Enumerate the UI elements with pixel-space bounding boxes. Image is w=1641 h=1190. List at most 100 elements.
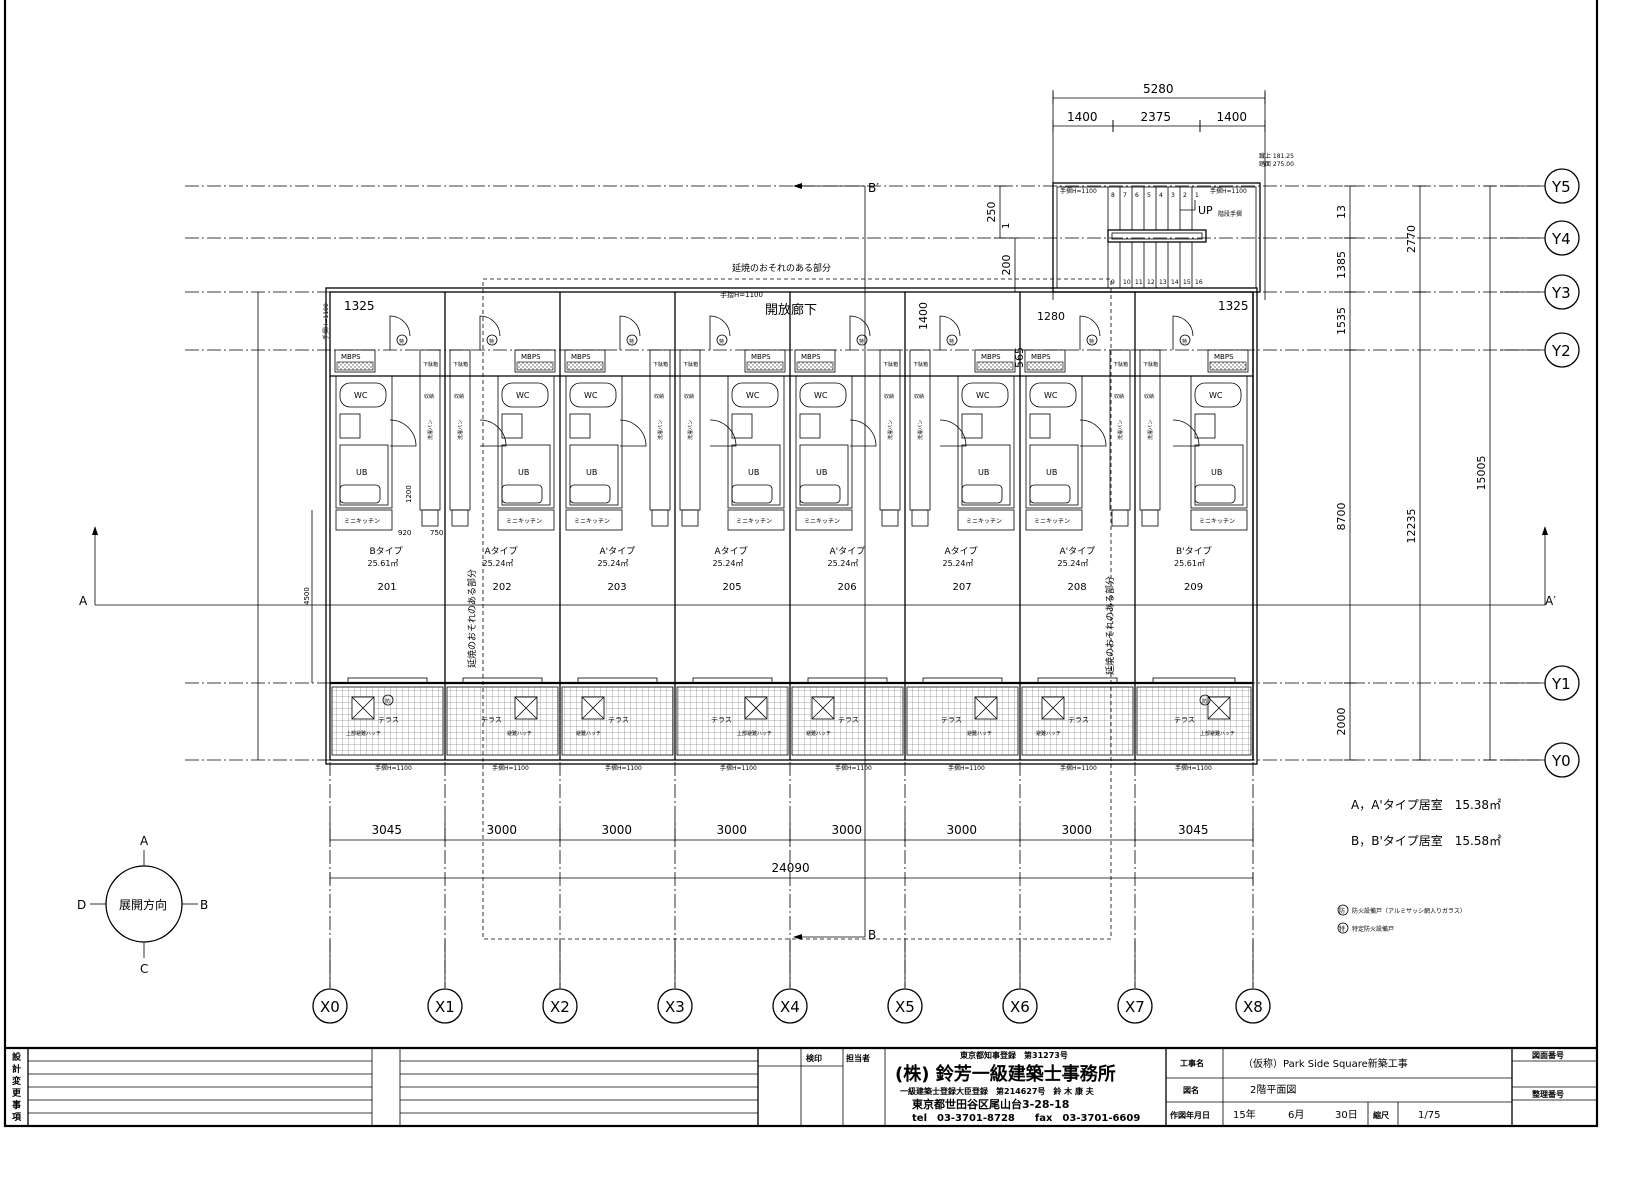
- washer-label-207: 洗濯パン: [917, 420, 924, 440]
- closet-label-202: 収納: [454, 393, 464, 400]
- compass-w: D: [77, 898, 86, 912]
- mbps-label-206: MBPS: [801, 353, 821, 361]
- dim-left-250: 250: [985, 202, 998, 223]
- terrace-label-201: テラス: [378, 716, 399, 724]
- kitchen-label-202: ミニキッチン: [506, 518, 542, 525]
- axis-bubble-Y1: [1544, 665, 1580, 701]
- handrail-label-bottom-2: 手摺H=1100: [605, 764, 642, 772]
- axis-bubble-Y4: [1544, 220, 1580, 256]
- axis-label-Y5: Y5: [1551, 178, 1571, 196]
- unit-205: WCUBミニキッチンMBPS収納下駄箱洗濯パン特Aタイプ25.24㎡205テラス…: [676, 292, 791, 760]
- storage-label-208: 下駄箱: [1113, 361, 1128, 368]
- stair-step-bottom-6: 15: [1183, 279, 1191, 286]
- revision-label: 設計変更事項: [12, 1051, 22, 1123]
- storage-label-209: 下駄箱: [1143, 361, 1158, 368]
- inspect-label: 検印: [806, 1053, 822, 1063]
- office-name: (株) 鈴芳一級建築士事務所: [895, 1063, 1116, 1085]
- stair-step-top-6: 2: [1183, 192, 1187, 199]
- handrail-label-bottom-6: 手摺H=1100: [1060, 764, 1097, 772]
- stair-step-bottom-1: 10: [1123, 279, 1131, 286]
- kitchen-label-205: ミニキッチン: [736, 518, 772, 525]
- ub-label-201: UB: [356, 468, 367, 477]
- tel-fax: tel 03-3701-8728 fax 03-3701-6609: [912, 1113, 1140, 1124]
- terrace-label-209: テラス: [1174, 716, 1195, 724]
- axis-bubble-Y0: [1544, 742, 1580, 778]
- kitchen-label-207: ミニキッチン: [966, 518, 1002, 525]
- closet-label-205: 収納: [684, 393, 694, 400]
- unit-number-206: 206: [838, 582, 857, 593]
- storage-label-203: 下駄箱: [653, 361, 668, 368]
- stair-step-bottom-4: 13: [1159, 279, 1167, 286]
- section-a2-label: A′: [1545, 594, 1556, 608]
- wc-label-203: WC: [584, 391, 598, 400]
- wc-label-205: WC: [746, 391, 760, 400]
- stair-note: 階段手摺: [1218, 210, 1242, 218]
- scale-label: 縮尺: [1373, 1110, 1389, 1120]
- dim-bay-5: 3000: [947, 823, 978, 837]
- fire-spread-label-left: 延焼のおそれのある部分: [466, 569, 478, 668]
- dim-right-1535: 1535: [1335, 307, 1348, 335]
- mbps-label-209: MBPS: [1214, 353, 1234, 361]
- address: 東京都世田谷区尾山台3-28-18: [912, 1097, 1069, 1111]
- date-year: 15年: [1233, 1108, 1256, 1121]
- ub-label-202: UB: [518, 468, 529, 477]
- stair-step-bottom-0: 9: [1111, 279, 1115, 286]
- wc-label-202: WC: [516, 391, 530, 400]
- handrail-label-bottom-4: 手摺H=1100: [835, 764, 872, 772]
- mbps-label-201: MBPS: [341, 353, 361, 361]
- kitchen-label-201: ミニキッチン: [344, 518, 380, 525]
- stair-step-top-3: 5: [1147, 192, 1151, 199]
- axis-bubble-Y5: [1544, 168, 1580, 204]
- room-area-b: B，B'タイプ居室 15.58㎡: [1351, 833, 1501, 848]
- unit-area-209: 25.61㎡: [1174, 559, 1205, 568]
- title-block: 設計変更事項 検印 担当者 東京都知事登録 第31273号 (株) 鈴芳一級建築…: [5, 1046, 1597, 1126]
- terrace-label-206: テラス: [838, 716, 859, 724]
- axis-bubble-X3: [657, 988, 693, 1024]
- axis-label-X7: X7: [1125, 998, 1145, 1016]
- unit-207: WCUBミニキッチンMBPS収納下駄箱洗濯パン特Aタイプ25.24㎡207テラス…: [906, 292, 1021, 760]
- fire-spread-label-right: 延焼のおそれのある部分: [1104, 576, 1116, 675]
- dim-750: 750: [430, 529, 443, 537]
- washer-label-202: 洗濯パン: [457, 420, 464, 440]
- section-a-label: A: [79, 594, 88, 608]
- special-door-mark-206: 特: [859, 338, 864, 345]
- tread-note: 踏面 275.00: [1259, 160, 1294, 168]
- unit-type-209: B'タイプ: [1176, 546, 1212, 557]
- washer-label-201: 洗濯パン: [427, 420, 434, 440]
- compass-center: 展開方向: [119, 897, 167, 912]
- axis-label-X1: X1: [435, 998, 455, 1016]
- drawing-no-label: 図面番号: [1532, 1050, 1564, 1060]
- wc-label-201: WC: [354, 391, 368, 400]
- hatch-label-201: 上部避難ハッチ: [346, 730, 381, 737]
- dim-bay-2: 3000: [602, 823, 633, 837]
- dim-bay-3: 3000: [717, 823, 748, 837]
- axis-label-Y2: Y2: [1551, 342, 1571, 360]
- ub-label-209: UB: [1211, 468, 1222, 477]
- grid-lines: [92, 183, 1548, 988]
- ub-label-205: UB: [748, 468, 759, 477]
- axis-label-Y0: Y0: [1551, 752, 1571, 770]
- compass-n: A: [140, 834, 149, 848]
- unit-number-203: 203: [608, 582, 627, 593]
- stair-step-top-4: 4: [1159, 192, 1163, 199]
- unit-201: WCUBミニキッチンMBPS収納下駄箱洗濯パン特Bタイプ25.61㎡201テラス…: [331, 292, 446, 760]
- axis-label-Y1: Y1: [1551, 675, 1571, 693]
- mbps-label-208: MBPS: [1031, 353, 1051, 361]
- unit-area-205: 25.24㎡: [713, 559, 744, 568]
- washer-label-206: 洗濯パン: [887, 420, 894, 440]
- closet-label-207: 収納: [914, 393, 924, 400]
- unit-type-207: Aタイプ: [945, 546, 978, 557]
- registration: 東京都知事登録 第31273号: [960, 1050, 1068, 1060]
- dim-1400: 1400: [917, 302, 930, 330]
- axis-bubble-X1: [427, 988, 463, 1024]
- unit-area-208: 25.24㎡: [1058, 559, 1089, 568]
- unit-203: WCUBミニキッチンMBPS収納下駄箱洗濯パン特A'タイプ25.24㎡203テラ…: [561, 292, 676, 760]
- closet-label-209: 収納: [1144, 393, 1154, 400]
- dim-right-13: 13: [1335, 205, 1348, 219]
- stair-step-top-0: 8: [1111, 192, 1115, 199]
- fire-door-legend: 防火設備戸（アルミサッシ網入りガラス）: [1352, 907, 1466, 915]
- sheet-no-label: 整理番号: [1531, 1089, 1564, 1099]
- dim-top-1: 1400: [1067, 110, 1098, 124]
- stair-step-top-2: 6: [1135, 192, 1139, 199]
